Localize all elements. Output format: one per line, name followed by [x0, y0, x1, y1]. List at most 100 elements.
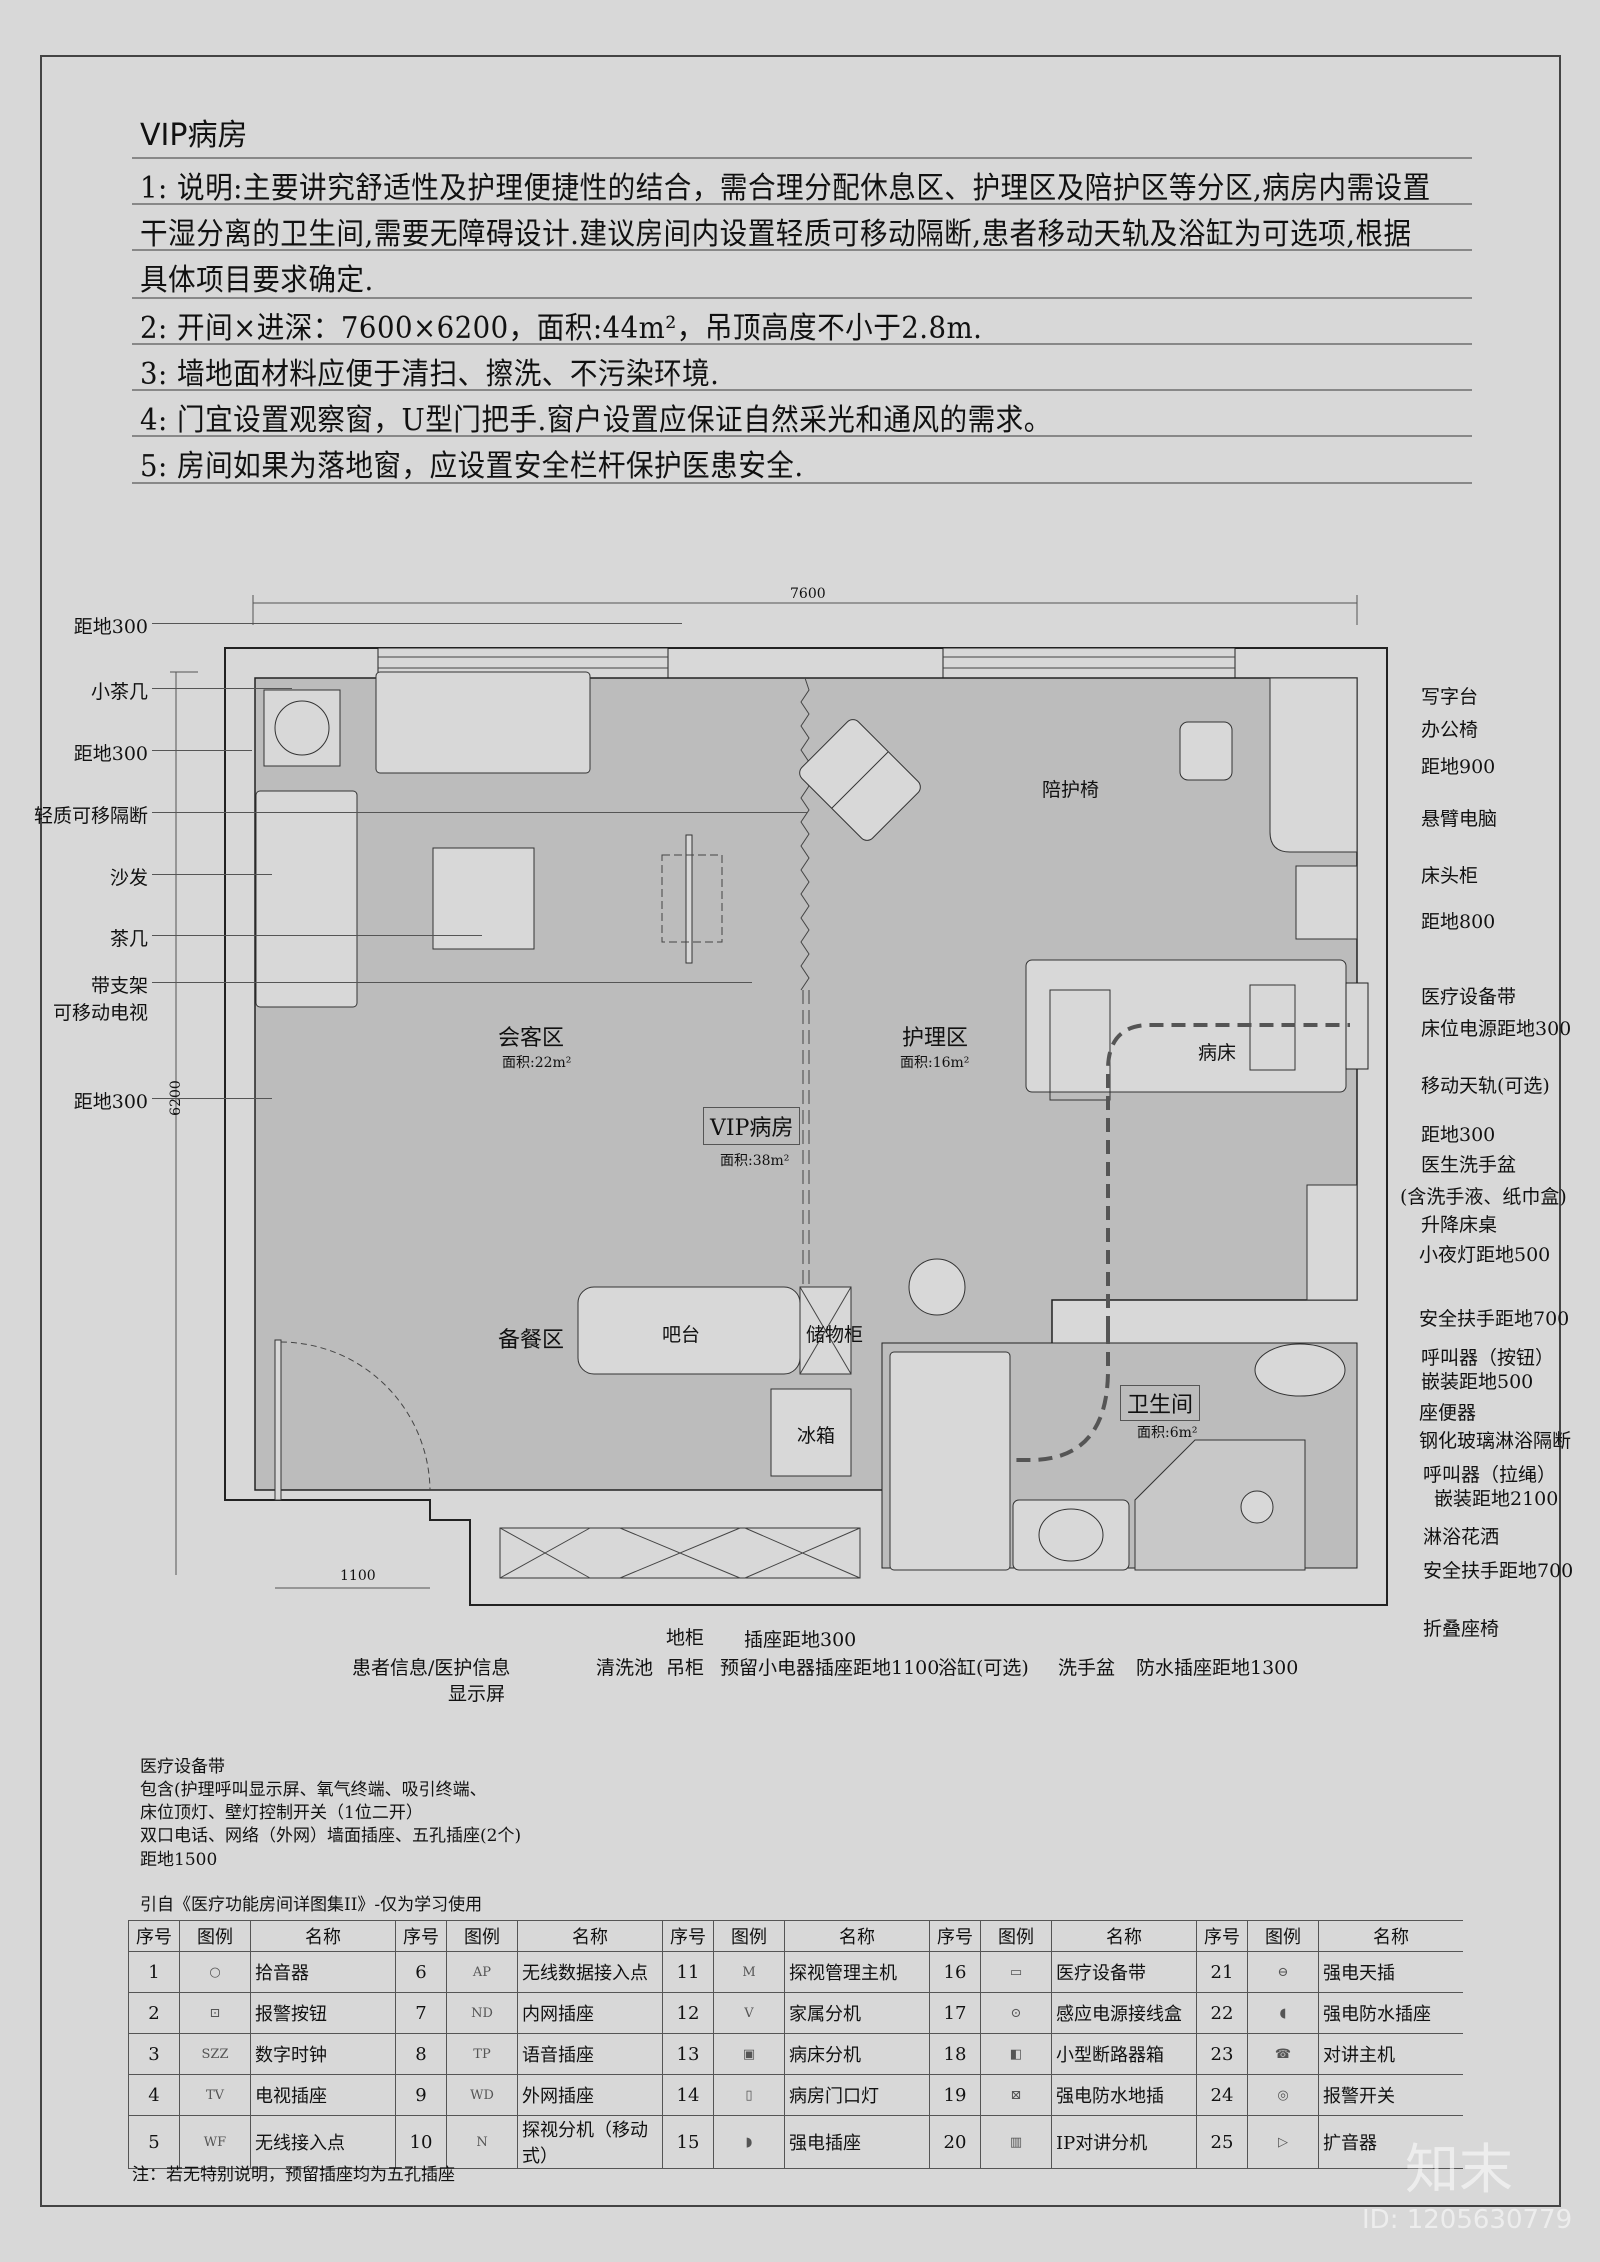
divider [132, 203, 1472, 205]
label-left-0: 距地300 [73, 616, 148, 638]
label-right-10: 医生洗手盆 [1421, 1154, 1517, 1176]
label-left-2: 距地300 [73, 743, 148, 765]
alarm-switch-icon: ◎ [1247, 2074, 1319, 2116]
header-seq: 序号 [929, 1920, 981, 1952]
divider [132, 389, 1472, 391]
companion-chair-label: 陪护椅 [1042, 779, 1100, 801]
legend-name: 无线数据接入点 [517, 1951, 663, 1993]
legend-seq: 7 [395, 1992, 447, 2034]
legend-seq: 4 [128, 2074, 180, 2116]
legend-name: 探视管理主机 [784, 1951, 930, 1993]
label-left-4: 沙发 [109, 867, 148, 889]
header-icon: 图例 [1247, 1920, 1319, 1952]
dim-door: 1100 [340, 1568, 376, 1584]
label-display: 患者信息/医护信息 [352, 1657, 511, 1679]
divider [132, 157, 1472, 159]
header-seq: 序号 [1196, 1920, 1248, 1952]
bed-label: 病床 [1198, 1042, 1237, 1064]
header-icon: 图例 [713, 1920, 785, 1952]
legend-seq: 16 [929, 1951, 981, 1993]
legend-header-row: 序号 图例 名称 序号 图例 名称 序号 图例 名称 序号 图例 名称 序号 图… [128, 1920, 1463, 1952]
waterproof-socket-icon: ◖ [1247, 1992, 1319, 2034]
label-left-3: 轻质可移隔断 [33, 805, 148, 827]
equip-note-2: 床位顶灯、壁灯控制开关（1位二开） [140, 1803, 423, 1823]
legend-name: 病床分机 [784, 2033, 930, 2075]
equip-note-1: 包含(护理呼叫显示屏、氧气终端、吸引终端、 [140, 1780, 487, 1800]
label-left-5: 茶几 [109, 928, 148, 950]
label-right-17: 座便器 [1419, 1402, 1477, 1424]
legend-name: 强电插座 [784, 2115, 930, 2169]
tv-socket-icon: TV [179, 2074, 251, 2116]
ip-intercom-icon: ▥ [980, 2115, 1052, 2169]
leader [152, 688, 292, 689]
room-care-area: 面积:16m² [900, 1055, 970, 1071]
alarm-button-icon: ⊡ [179, 1992, 251, 2034]
room-bathroom: 卫生间 [1120, 1385, 1201, 1421]
leader [152, 874, 272, 875]
brand-watermark: 知末 [1405, 2138, 1513, 2201]
extranet-socket-icon: WD [446, 2074, 518, 2116]
visit-mobile-icon: N [446, 2115, 518, 2169]
page-title: VIP病房 [140, 118, 248, 153]
power-socket-icon: ◗ [713, 2115, 785, 2169]
label-right-4: 床头柜 [1421, 865, 1479, 887]
label-right-21: 淋浴花洒 [1423, 1526, 1500, 1548]
legend-seq: 6 [395, 1951, 447, 1993]
ceiling-socket-icon: ⊖ [1247, 1951, 1319, 1993]
header-name: 名称 [784, 1920, 930, 1952]
intercom-host-icon: ☎ [1247, 2033, 1319, 2075]
label-right-16: 嵌装距地500 [1421, 1371, 1534, 1393]
legend-name: 数字时钟 [250, 2033, 396, 2075]
note-3: 3: 墙地面材料应便于清扫、擦洗、不污染环境. [140, 357, 720, 392]
header-name: 名称 [250, 1920, 396, 1952]
legend-seq: 22 [1196, 1992, 1248, 2034]
legend-name: 医疗设备带 [1051, 1951, 1197, 1993]
legend-name: 感应电源接线盒 [1051, 1992, 1197, 2034]
legend-footnote: 注：若无特别说明，预留插座均为五孔插座 [132, 2165, 455, 2185]
equip-note-3: 双口电话、网络（外网）墙面插座、五孔插座(2个) [140, 1826, 522, 1846]
speaker-icon: ▷ [1247, 2115, 1319, 2169]
fridge-label: 冰箱 [797, 1425, 836, 1447]
label-right-3: 悬臂电脑 [1421, 808, 1498, 830]
label-bathtub: 浴缸(可选) [938, 1657, 1029, 1679]
header-icon: 图例 [446, 1920, 518, 1952]
label-left-8: 距地300 [73, 1091, 148, 1113]
legend-name: 强电防水插座 [1318, 1992, 1463, 2034]
label-right-1: 办公椅 [1421, 719, 1479, 741]
header-name: 名称 [517, 1920, 663, 1952]
bed-unit-icon: ▣ [713, 2033, 785, 2075]
divider [132, 482, 1472, 484]
room-care: 护理区 [902, 1026, 969, 1051]
legend-seq: 13 [662, 2033, 714, 2075]
voice-socket-icon: TP [446, 2033, 518, 2075]
label-right-14: 安全扶手距地700 [1419, 1308, 1570, 1330]
digital-clock-icon: SZZ [179, 2033, 251, 2075]
label-right-20: 嵌装距地2100 [1434, 1488, 1559, 1510]
label-left-1: 小茶几 [90, 681, 148, 703]
legend-seq: 25 [1196, 2115, 1248, 2169]
label-wall-cabinet: 吊柜 [666, 1657, 705, 1679]
legend-name: 内网插座 [517, 1992, 663, 2034]
legend-name: 报警开关 [1318, 2074, 1463, 2116]
sensor-box-icon: ⊙ [980, 1992, 1052, 2034]
legend-seq: 14 [662, 2074, 714, 2116]
label-left-7: 可移动电视 [52, 1002, 148, 1024]
door-light-icon: ▯ [713, 2074, 785, 2116]
id-watermark: ID: 1205630779 [1362, 2205, 1573, 2235]
legend-seq: 1 [128, 1951, 180, 1993]
label-waterproof-socket: 防水插座距地1300 [1136, 1657, 1299, 1679]
label-socket1100: 预留小电器插座距地1100 [720, 1657, 940, 1679]
label-left-6: 带支架 [90, 975, 148, 997]
room-reception: 会客区 [498, 1026, 565, 1051]
legend-name: 对讲主机 [1318, 2033, 1463, 2075]
floor-socket-icon: ⊠ [980, 2074, 1052, 2116]
microphone-icon: ○ [179, 1951, 251, 1993]
visit-host-icon: M [713, 1951, 785, 1993]
equip-note-0: 医疗设备带 [140, 1757, 225, 1777]
legend-seq: 9 [395, 2074, 447, 2116]
label-right-11: (含洗手液、纸巾盒) [1400, 1186, 1567, 1208]
legend-name: 家属分机 [784, 1992, 930, 2034]
note-1b: 干湿分离的卫生间,需要无障碍设计.建议房间内设置轻质可移动隔断,患者移动天轨及浴… [140, 217, 1412, 252]
legend-seq: 18 [929, 2033, 981, 2075]
